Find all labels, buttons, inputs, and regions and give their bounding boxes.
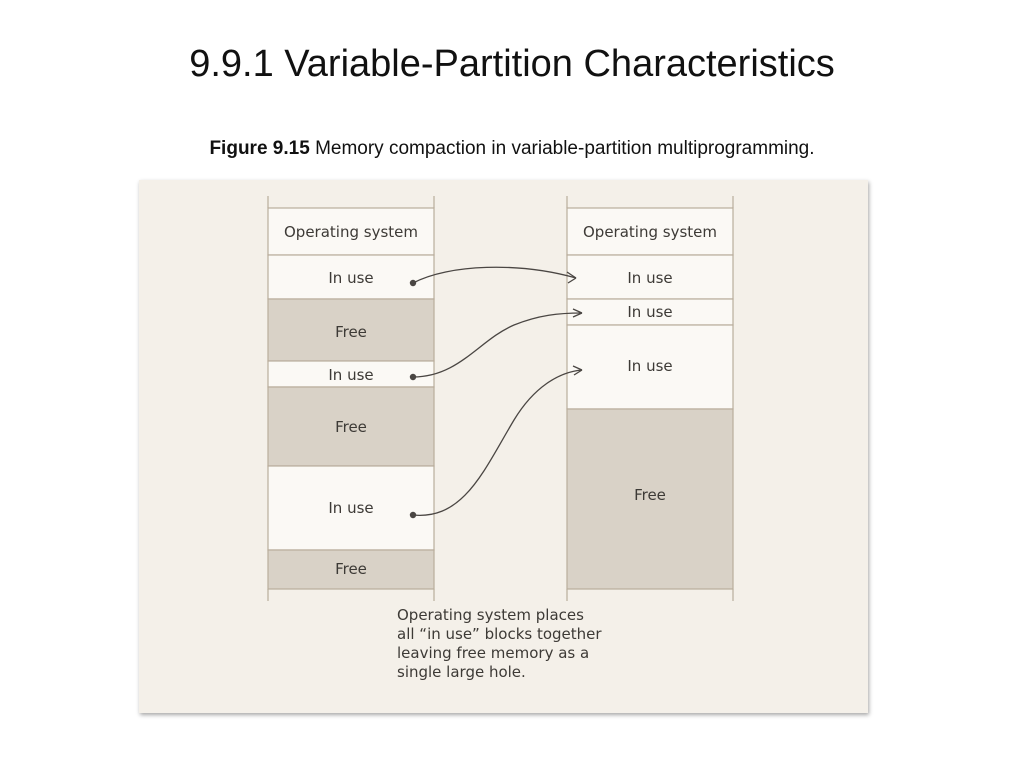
figure-caption: Figure 9.15 Memory compaction in variabl… bbox=[0, 137, 1024, 161]
before-block-in-use: In use bbox=[267, 360, 435, 388]
before-block-label: In use bbox=[328, 269, 373, 287]
before-block-label: Free bbox=[335, 560, 367, 578]
before-block-label: Free bbox=[335, 418, 367, 436]
note-line: all “in use” blocks together bbox=[397, 625, 602, 643]
before-block-label: In use bbox=[328, 499, 373, 517]
before-block-free: Free bbox=[267, 549, 435, 590]
compaction-note: Operating system places all “in use” blo… bbox=[397, 606, 602, 681]
before-block-label: Operating system bbox=[284, 223, 418, 241]
after-block-in-use: In use bbox=[566, 324, 734, 410]
before-block-operating-system: Operating system bbox=[267, 207, 435, 256]
before-memory-column: Operating system In use Free In use Free… bbox=[267, 196, 435, 601]
relocation-arrow-3 bbox=[409, 365, 583, 519]
arrow-curve bbox=[412, 369, 583, 516]
before-block-in-use: In use bbox=[267, 254, 435, 300]
note-line: leaving free memory as a bbox=[397, 644, 589, 662]
arrow-origin-dot bbox=[409, 511, 417, 519]
arrowhead bbox=[572, 308, 583, 318]
note-line: Operating system places bbox=[397, 606, 584, 624]
after-block-in-use: In use bbox=[566, 254, 734, 300]
after-memory-column: Operating system In use In use In use Fr… bbox=[566, 196, 734, 601]
relocation-arrow-1 bbox=[409, 266, 577, 287]
arrowhead bbox=[572, 365, 583, 376]
after-block-operating-system: Operating system bbox=[566, 207, 734, 256]
after-block-free: Free bbox=[566, 408, 734, 590]
before-block-label: Free bbox=[335, 323, 367, 341]
before-block-in-use: In use bbox=[267, 465, 435, 551]
relocation-arrow-2 bbox=[409, 308, 583, 381]
relocation-arrows bbox=[409, 266, 583, 519]
memory-compaction-diagram: Operating system In use Free In use Free… bbox=[267, 196, 734, 681]
figure-label: Figure 9.15 bbox=[209, 138, 310, 159]
before-block-free: Free bbox=[267, 298, 435, 362]
memory-compaction-figure: Operating system In use Free In use Free… bbox=[139, 180, 868, 713]
note-line: single large hole. bbox=[397, 663, 526, 681]
before-block-label: In use bbox=[328, 366, 373, 384]
arrowhead bbox=[566, 271, 577, 284]
after-block-label: Operating system bbox=[583, 223, 717, 241]
after-block-label: In use bbox=[627, 269, 672, 287]
before-block-free: Free bbox=[267, 386, 435, 467]
after-block-in-use: In use bbox=[566, 298, 734, 326]
after-block-label: In use bbox=[627, 303, 672, 321]
after-block-label: Free bbox=[634, 486, 666, 504]
figure-caption-text: Memory compaction in variable-partition … bbox=[315, 138, 815, 159]
slide-title: 9.9.1 Variable-Partition Characteristics bbox=[189, 43, 835, 85]
arrow-curve bbox=[412, 266, 577, 284]
after-block-label: In use bbox=[627, 357, 672, 375]
arrow-curve bbox=[412, 312, 583, 378]
